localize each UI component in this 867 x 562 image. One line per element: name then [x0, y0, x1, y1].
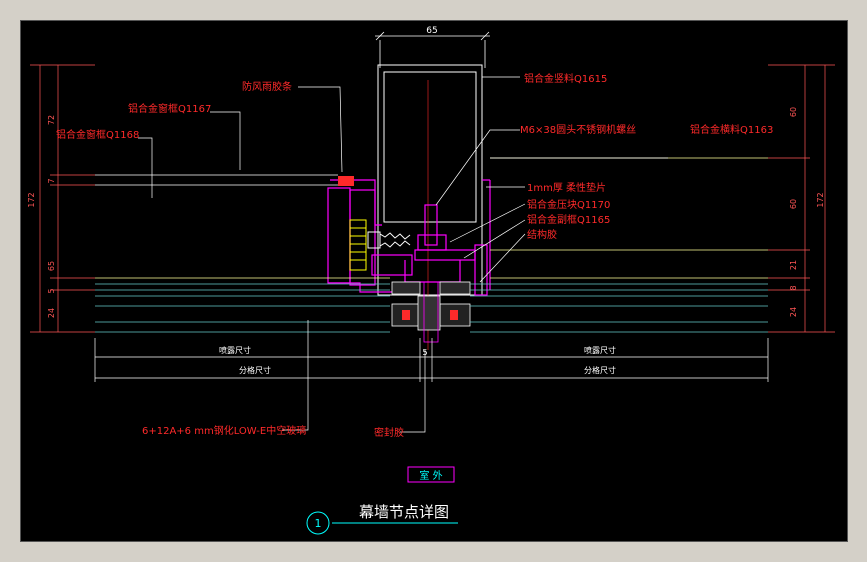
label-weather-seal: 防风雨胶条	[242, 80, 292, 93]
grid-size-right: 分格尺寸	[584, 365, 616, 375]
left-dimension-chain	[30, 64, 95, 333]
detail-number-circle	[306, 511, 330, 535]
weather-seal-strip	[338, 176, 354, 186]
gasket-blocks	[391, 281, 471, 343]
label-sub-frame: 铝合金副框Q1165	[527, 213, 610, 226]
label-structural-sealant: 结构胶	[527, 228, 557, 241]
label-screw: M6×38圆头不锈钢机螺丝	[520, 123, 636, 136]
outdoor-label: 室 外	[419, 469, 442, 482]
drawing-border	[20, 20, 848, 542]
detail-number: 1	[315, 517, 322, 530]
cad-canvas: 65	[20, 20, 848, 542]
drawing-title: 幕墙节点详图	[359, 503, 449, 521]
bottom-dimensions	[94, 338, 769, 382]
label-window-sash: 铝合金窗框Q1167	[128, 102, 211, 115]
visible-size-right: 喷露尺寸	[584, 345, 616, 355]
mullion-profile	[377, 64, 491, 350]
right-total-dimension: 172	[816, 192, 825, 207]
visible-size-left: 喷露尺寸	[219, 345, 251, 355]
spring-clip	[349, 219, 367, 271]
right-dimension-chain	[768, 64, 835, 333]
left-dim-1: 72	[47, 115, 56, 125]
label-pressure-block: 铝合金压块Q1170	[527, 198, 610, 211]
right-dim-1: 60	[789, 107, 798, 117]
pressure-block-assembly	[404, 204, 488, 296]
screw	[367, 231, 411, 249]
glass-panes	[95, 283, 768, 333]
detail-drawing: 65	[20, 20, 848, 542]
label-transom: 铝合金横料Q1163	[690, 123, 773, 136]
annotation-group: 防风雨胶条 铝合金窗框Q1167 铝合金窗框Q1168 铝合金竖料Q1615 M…	[56, 72, 773, 439]
left-dim-5: 24	[47, 308, 56, 318]
leader-lines	[138, 76, 668, 433]
label-pad: 1mm厚 柔性垫片	[527, 181, 606, 194]
right-dim-3: 21	[789, 260, 798, 270]
right-dim-5: 24	[789, 307, 798, 317]
label-glass: 6+12A+6 mm钢化LOW-E中空玻璃	[142, 424, 306, 437]
top-dimension	[375, 31, 490, 68]
left-dim-4: 5	[47, 288, 56, 293]
outdoor-label-box	[407, 466, 455, 483]
right-dim-2: 60	[789, 199, 798, 209]
left-dim-3: 65	[47, 261, 56, 271]
left-total-dimension: 172	[27, 192, 36, 207]
label-sash-frame: 铝合金窗框Q1168	[56, 128, 139, 141]
label-sealant: 密封胶	[374, 426, 404, 439]
left-dim-2: 7	[47, 178, 56, 183]
right-dim-4: 8	[789, 285, 798, 290]
top-dimension-value: 65	[426, 26, 437, 36]
label-mullion: 铝合金竖料Q1615	[524, 72, 607, 85]
grid-size-left: 分格尺寸	[239, 365, 271, 375]
